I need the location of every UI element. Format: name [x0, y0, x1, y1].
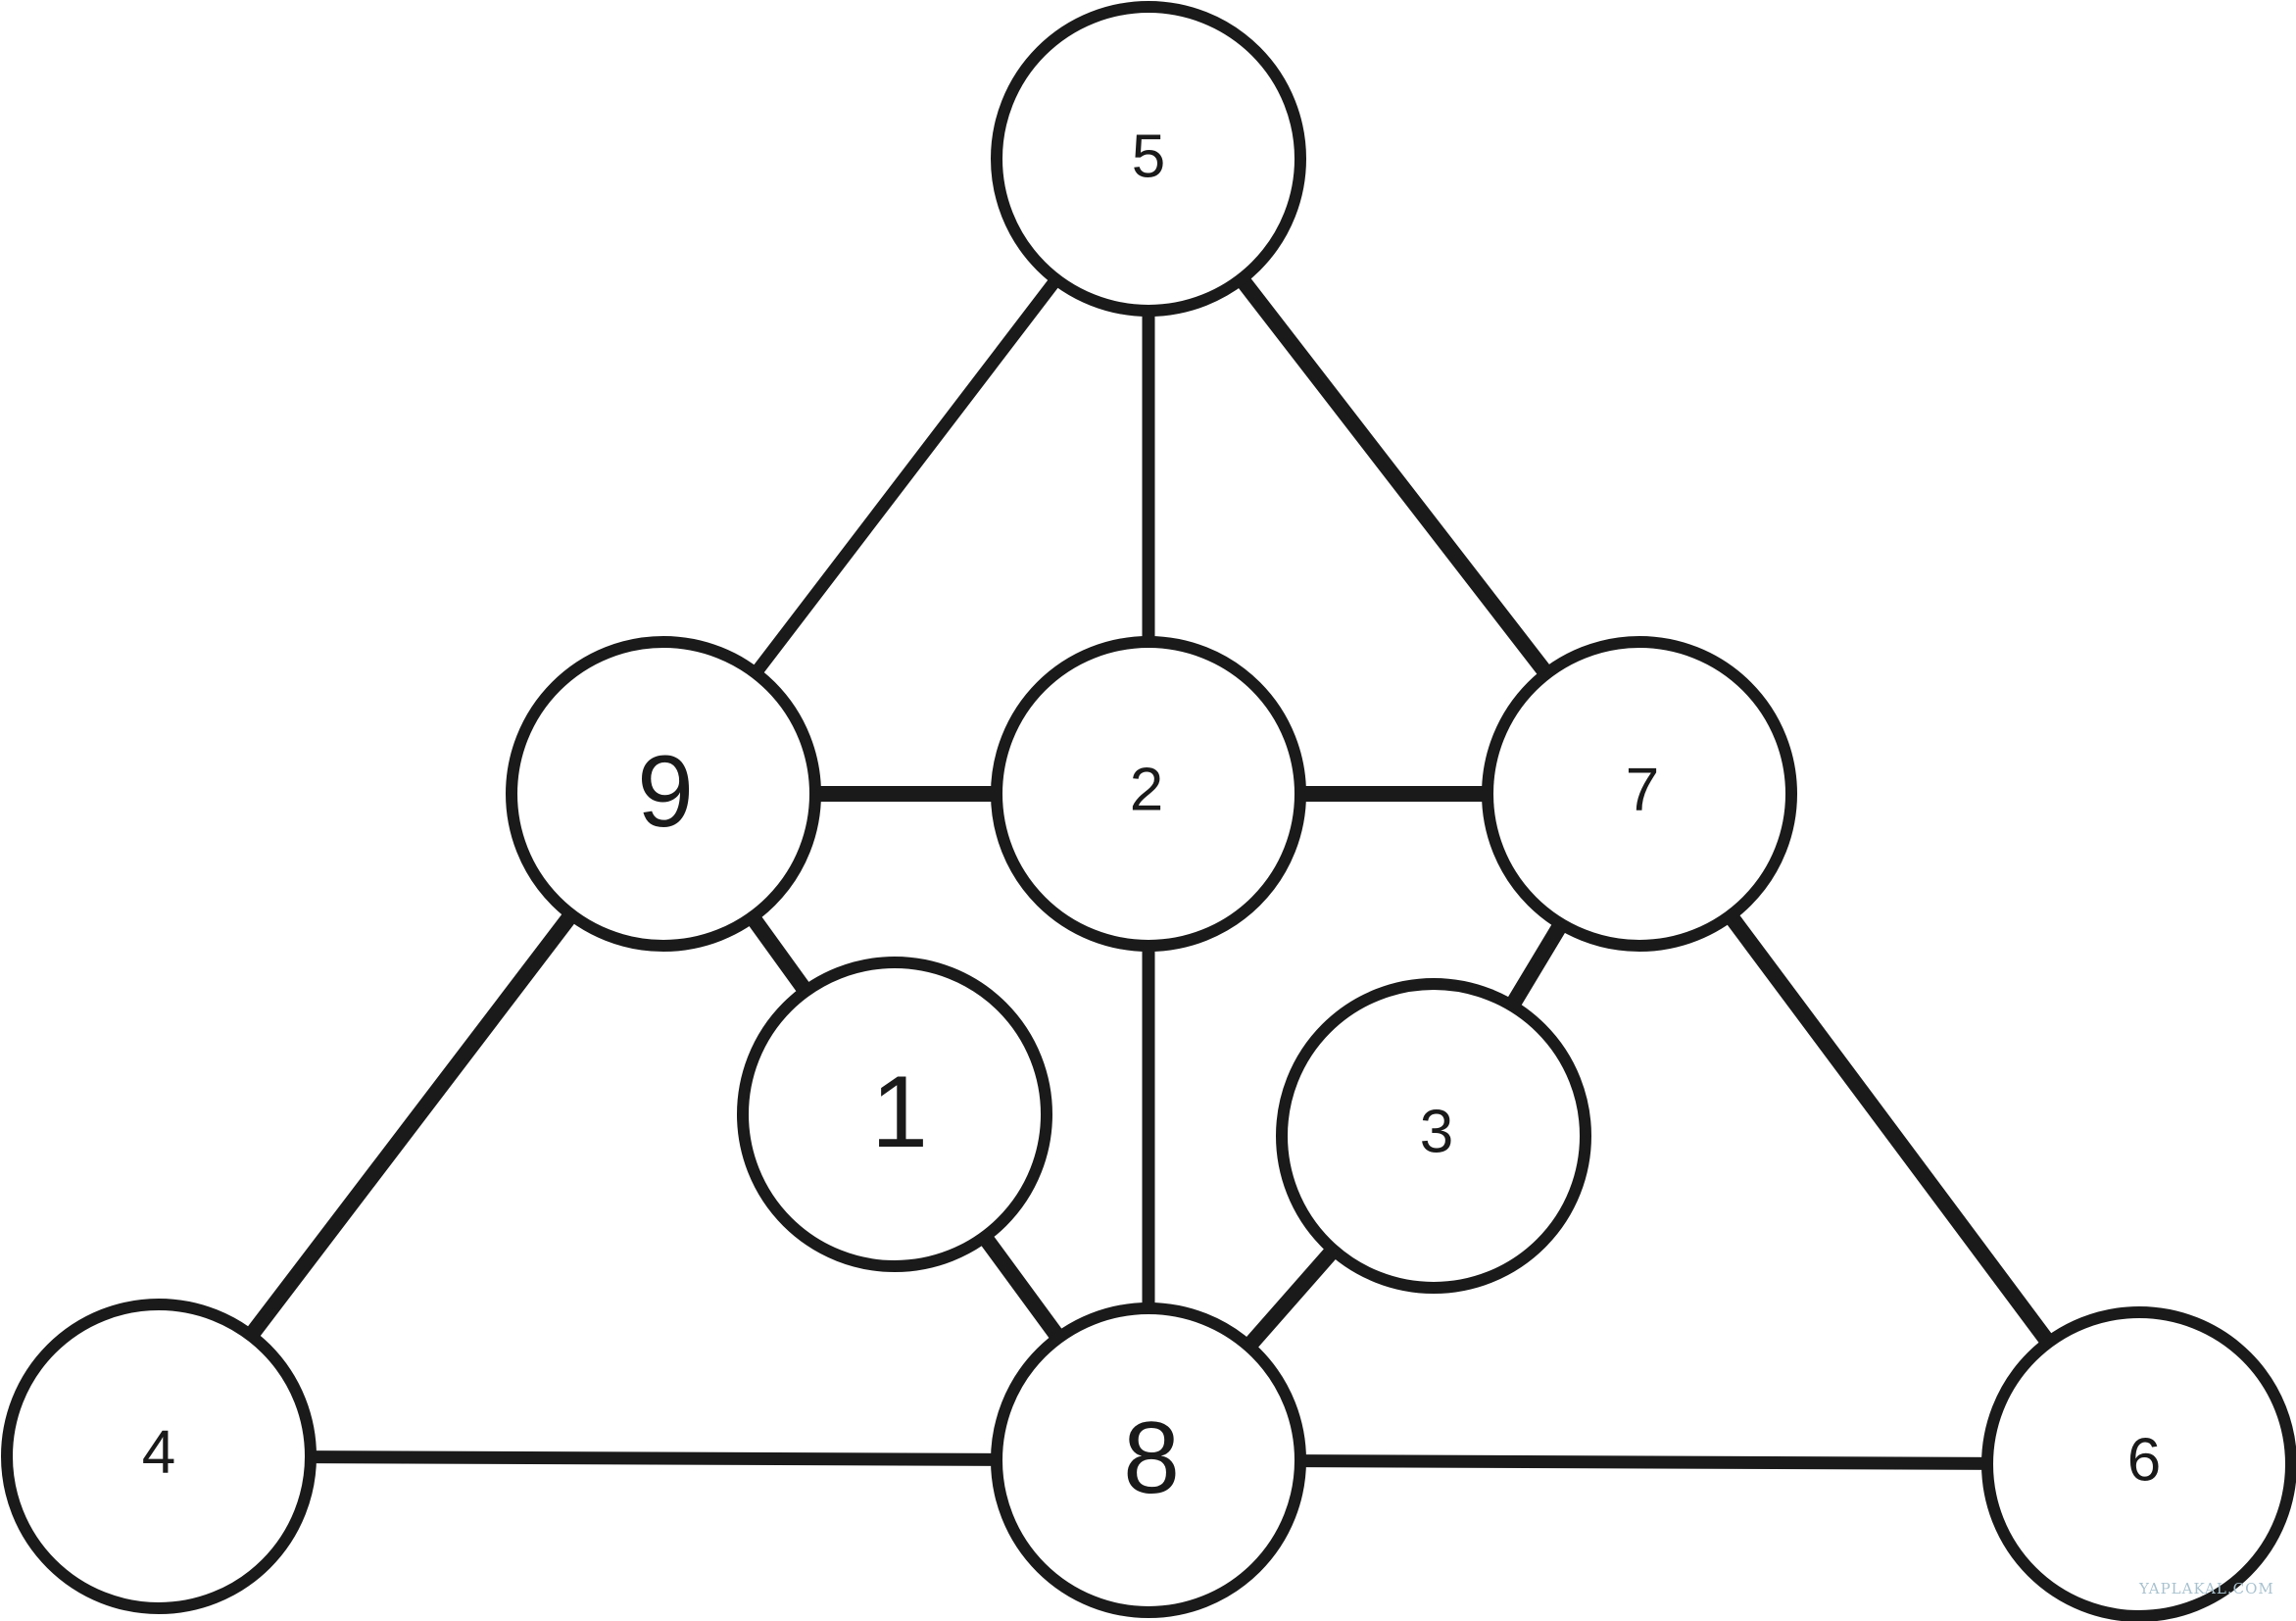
node-8: 8 [991, 1302, 1306, 1618]
node-5: 5 [991, 1, 1306, 317]
node-circle [1482, 636, 1797, 952]
node-circle [1276, 978, 1591, 1294]
node-circle [737, 957, 1052, 1272]
node-6: 6 [1981, 1306, 2296, 1621]
node-3: 3 [1276, 978, 1591, 1294]
node-2: 2 [991, 636, 1306, 952]
node-label: 4 [142, 1419, 175, 1487]
node-1: 1 [737, 957, 1052, 1272]
node-label: 2 [1130, 757, 1163, 824]
node-circle [1, 1299, 317, 1614]
node-label: 1 [871, 1056, 928, 1169]
watermark-text: YAPLAKAL.COM [2138, 1580, 2274, 1597]
node-circle [991, 636, 1306, 952]
node-7: 7 [1482, 636, 1797, 952]
node-label: 5 [1132, 123, 1165, 191]
edge-8-6 [1148, 1453, 2140, 1471]
node-label: 6 [2127, 1427, 2161, 1495]
edge-4-8 [158, 1449, 1149, 1467]
node-label: 9 [637, 735, 694, 849]
node-label: 7 [1626, 757, 1659, 824]
node-circle [991, 1, 1306, 317]
node-9: 9 [506, 636, 821, 952]
node-4: 4 [1, 1299, 317, 1614]
node-circle [1981, 1306, 2296, 1621]
node-circle [991, 1302, 1306, 1618]
node-label: 8 [1123, 1401, 1180, 1515]
node-circle [506, 636, 821, 952]
node-label: 3 [1420, 1099, 1453, 1166]
